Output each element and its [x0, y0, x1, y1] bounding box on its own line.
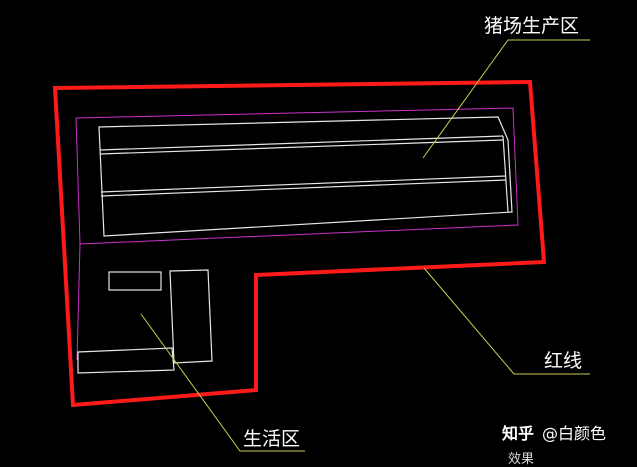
barn-buildings — [98, 116, 513, 237]
leader-production — [422, 39, 590, 159]
barn-row-1-top — [99, 135, 504, 151]
watermark-author: @白颜色 — [542, 424, 607, 443]
production-area-label: 猪场生产区 — [484, 15, 580, 37]
red-line-label: 红线 — [544, 350, 583, 372]
watermark: 知乎 @白颜色 — [502, 424, 606, 444]
leader-living — [140, 313, 305, 452]
barn-row-2-top — [100, 175, 507, 193]
leader-red-line — [423, 267, 590, 375]
cutoff-caption: 效果 — [508, 452, 535, 467]
living-buildings — [77, 269, 213, 374]
living-small-building — [108, 271, 162, 291]
production-boundary — [75, 107, 519, 245]
barn-inner-right — [502, 135, 509, 213]
watermark-brand: 知乎 — [502, 424, 535, 443]
barn-row-1-bottom — [99, 139, 504, 155]
barn-outline — [98, 116, 513, 237]
living-tall-building — [169, 269, 213, 364]
living-area-label: 生活区 — [243, 428, 301, 450]
living-long-building — [77, 347, 175, 374]
boundary-left-edge — [76, 243, 81, 361]
red-property-line — [52, 79, 547, 408]
leader-lines — [140, 39, 590, 452]
barn-row-2-bottom — [100, 179, 507, 197]
